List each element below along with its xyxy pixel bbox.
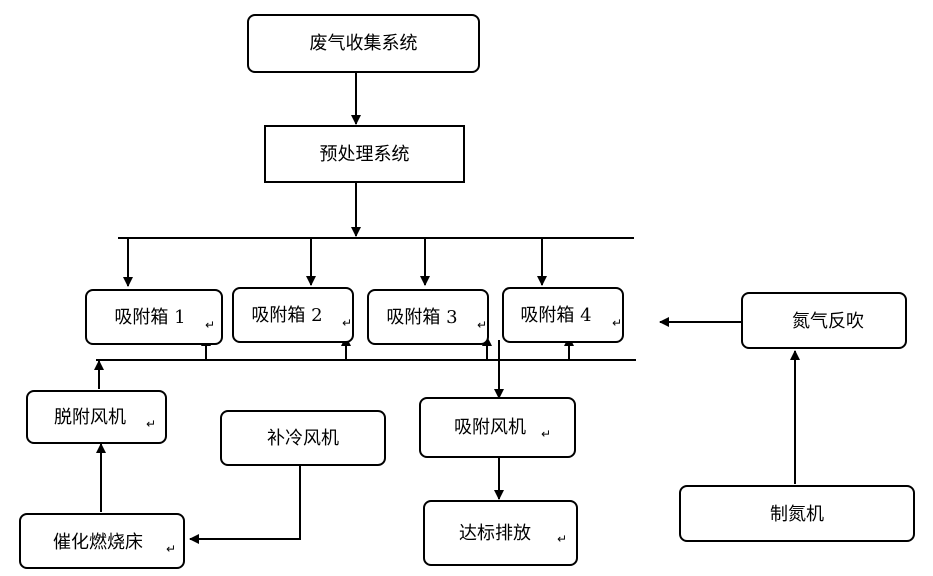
node-nitrogen-generator: 制氮机 (679, 485, 915, 542)
node-label: 预处理系统 (320, 144, 410, 165)
node-adsorber-1: 吸附箱 1 ↵ (85, 289, 223, 345)
return-mark: ↵ (342, 316, 352, 330)
node-pretreatment: 预处理系统 (264, 125, 465, 183)
node-label: 氮气反吹 (792, 311, 864, 332)
node-desorption-fan: 脱附风机 ↵ (26, 390, 167, 444)
node-label: 吸附箱 1 (114, 307, 185, 328)
node-adsorber-2: 吸附箱 2 ↵ (232, 287, 354, 343)
node-exhaust-collection: 废气收集系统 (247, 14, 480, 73)
node-label: 吸附箱 4 (520, 305, 591, 326)
return-mark: ↵ (205, 318, 215, 332)
node-adsorber-4: 吸附箱 4 ↵ (502, 287, 624, 343)
node-label: 达标排放 (459, 523, 531, 544)
return-mark: ↵ (557, 532, 567, 546)
node-label: 吸附箱 2 (251, 305, 322, 326)
return-mark: ↵ (541, 427, 551, 441)
return-mark: ↵ (146, 417, 156, 431)
node-label: 吸附风机 (454, 417, 526, 438)
node-adsorber-3: 吸附箱 3 ↵ (367, 289, 489, 345)
node-adsorption-fan: 吸附风机 ↵ (419, 397, 576, 458)
node-cooling-fan: 补冷风机 (220, 410, 386, 466)
node-compliant-discharge: 达标排放 ↵ (423, 500, 578, 566)
node-label: 废气收集系统 (310, 33, 418, 54)
connectors (94, 72, 800, 544)
node-nitrogen-backblow: 氮气反吹 (741, 292, 907, 349)
node-label: 脱附风机 (54, 407, 126, 428)
node-label: 制氮机 (770, 504, 824, 525)
return-mark: ↵ (166, 542, 176, 556)
node-label: 补冷风机 (267, 428, 339, 449)
return-mark: ↵ (477, 318, 487, 332)
return-mark: ↵ (612, 316, 622, 330)
arrow-cooling-fan-to-bed (189, 465, 301, 544)
node-catalytic-bed: 催化燃烧床 ↵ (19, 513, 185, 569)
node-label: 吸附箱 3 (386, 307, 457, 328)
node-label: 催化燃烧床 (53, 532, 143, 553)
